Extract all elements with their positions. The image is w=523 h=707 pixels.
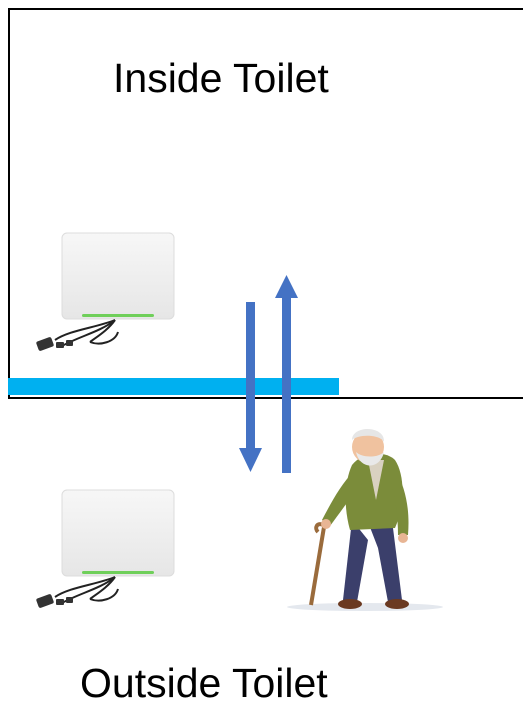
arrow-up-icon (275, 275, 298, 473)
rfid-reader-icon-outside (36, 490, 174, 608)
rfid-reader-icon-inside (36, 233, 174, 351)
cable-icon-outside (55, 577, 118, 603)
elderly-person-icon (287, 429, 443, 611)
arrow-down-icon (239, 302, 262, 472)
cable-icon-inside (55, 320, 118, 346)
